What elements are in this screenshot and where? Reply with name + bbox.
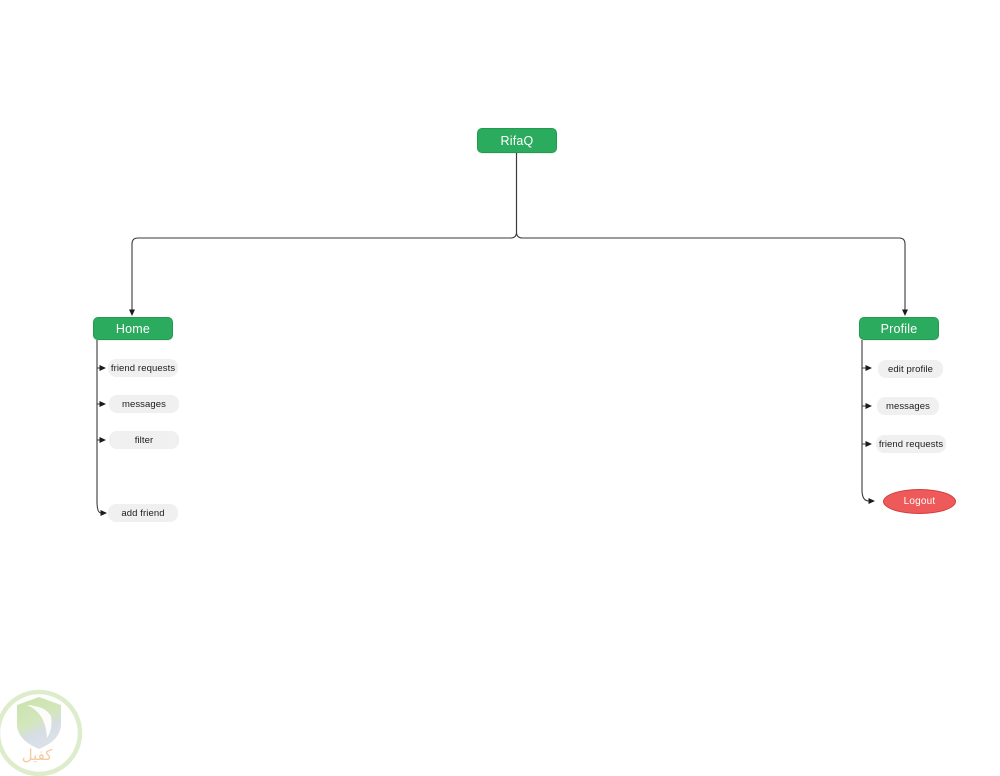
connector-home-filter xyxy=(96,404,106,443)
node-rifaq[interactable]: RifaQ xyxy=(477,128,557,153)
node-profile[interactable]: Profile xyxy=(859,317,939,340)
connector-profile-edit-profile xyxy=(861,340,872,371)
connector-profile-logout xyxy=(861,444,875,504)
kafeel-watermark-logo: كفيل xyxy=(0,689,83,776)
node-profile-messages[interactable]: messages xyxy=(877,397,939,415)
node-home-filter[interactable]: filter xyxy=(109,431,179,449)
node-home-add-friend[interactable]: add friend xyxy=(108,504,178,522)
connector-root-profile xyxy=(515,153,908,316)
watermark-text: كفيل xyxy=(22,746,53,764)
connector-home-friend-requests xyxy=(96,340,106,371)
connector-home-add-friend xyxy=(96,440,107,516)
node-home-friend-requests[interactable]: friend requests xyxy=(108,359,178,377)
node-logout[interactable]: Logout xyxy=(883,489,956,514)
node-home[interactable]: Home xyxy=(93,317,173,340)
connector-profile-friend-requests xyxy=(861,406,872,447)
node-profile-friend-requests[interactable]: friend requests xyxy=(876,435,946,453)
node-profile-edit-profile[interactable]: edit profile xyxy=(878,360,943,378)
watermark-ring xyxy=(0,689,83,776)
connector-home-messages xyxy=(96,368,106,407)
node-home-messages[interactable]: messages xyxy=(109,395,179,413)
watermark-leaf xyxy=(27,705,52,738)
watermark-shield xyxy=(17,697,61,749)
connector-root-home xyxy=(129,153,518,316)
connector-profile-messages xyxy=(861,368,872,409)
